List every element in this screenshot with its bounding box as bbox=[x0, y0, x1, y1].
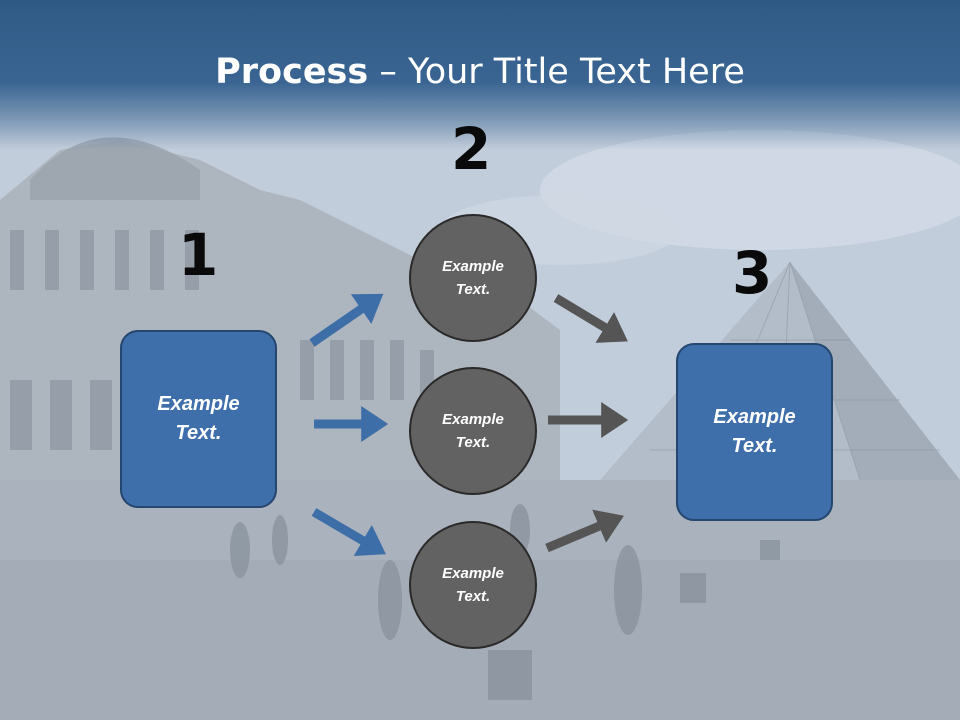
title-bar bbox=[0, 0, 960, 150]
title-bold: Process bbox=[215, 52, 369, 92]
arrow-bottom-to-3 bbox=[545, 509, 624, 553]
arrow-1-to-bottom bbox=[311, 508, 386, 557]
step-1-box: Example Text. bbox=[120, 330, 277, 508]
step-number-3: 3 bbox=[732, 239, 773, 307]
arrow-top-to-3 bbox=[553, 294, 628, 343]
step-number-1: 1 bbox=[178, 221, 219, 289]
step-2-circle-top: Example Text. bbox=[409, 214, 537, 342]
step-number-2: 2 bbox=[451, 115, 492, 183]
step-2-circle-middle: Example Text. bbox=[409, 367, 537, 495]
slide-title: Process – Your Title Text Here bbox=[0, 52, 960, 92]
step-3-box: Example Text. bbox=[676, 343, 833, 521]
title-rest: – Your Title Text Here bbox=[368, 52, 745, 92]
arrow-1-to-top bbox=[309, 293, 384, 347]
step-2-circle-bottom: Example Text. bbox=[409, 521, 537, 649]
